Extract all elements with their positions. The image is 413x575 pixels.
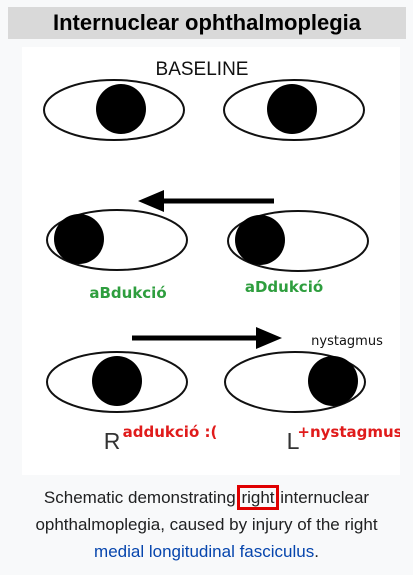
side-label-r: R <box>104 428 121 454</box>
caption-part-1: Schematic demonstrating <box>43 488 241 507</box>
caption-part-4: . <box>314 542 319 561</box>
mlf-link[interactable]: medial longitudinal fasciculus <box>94 542 315 561</box>
highlighted-word-right: right <box>237 485 279 510</box>
side-label-l: L <box>287 428 300 454</box>
right-pupil-rightgaze <box>92 356 142 406</box>
adduction-fail-label: addukció :( <box>123 423 218 441</box>
left-pupil-leftgaze <box>235 215 285 265</box>
left-pupil-baseline <box>267 84 317 134</box>
left-pupil-rightgaze <box>308 356 358 406</box>
caption-part-2: internuclear <box>275 488 370 507</box>
arrow-left-head <box>138 190 164 212</box>
arrow-right-head <box>256 327 282 349</box>
baseline-label: BASELINE <box>156 59 249 80</box>
nystagmus-label: nystagmus <box>311 334 383 349</box>
infobox-title: Internuclear ophthalmoplegia <box>8 7 406 39</box>
ino-diagram[interactable]: BASELINE aBdukció aDdukció nystagmus <box>22 47 400 475</box>
nystagmus-plus-label: +nystagmus <box>297 423 400 441</box>
right-pupil-leftgaze <box>54 214 104 264</box>
figure-caption: Schematic demonstrating right internucle… <box>10 484 403 565</box>
caption-part-3: ophthalmoplegia, caused by injury of the… <box>35 515 378 534</box>
abduction-label: aBdukció <box>89 284 166 302</box>
caption-line-1: Schematic demonstrating right internucle… <box>43 485 370 510</box>
adduction-label: aDdukció <box>245 278 323 296</box>
right-pupil-baseline <box>96 84 146 134</box>
